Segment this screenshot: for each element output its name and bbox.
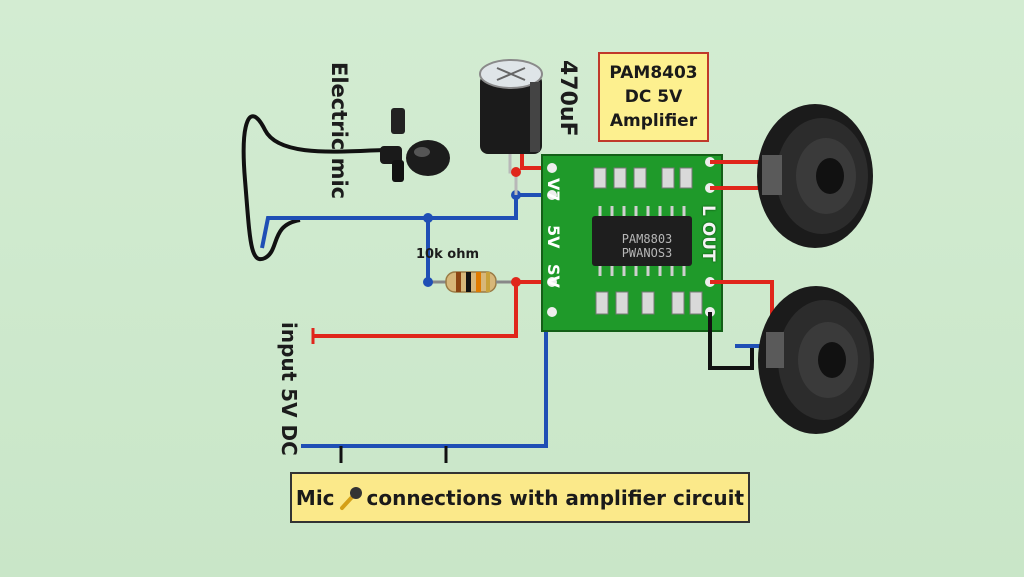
amplifier-board bbox=[541, 154, 723, 332]
mic-signal-wire bbox=[260, 193, 548, 249]
capacitor bbox=[479, 59, 548, 195]
power-positive-wire bbox=[313, 280, 548, 338]
junction-dot bbox=[511, 277, 521, 287]
chip-marking: PAM8803 PWANOS3 bbox=[612, 232, 682, 260]
mic-cable bbox=[241, 114, 393, 262]
input-label: input 5V DC bbox=[277, 322, 301, 456]
pin-label-sv: SV bbox=[544, 264, 563, 288]
ground-wire bbox=[301, 312, 548, 448]
speaker-icon bbox=[758, 286, 874, 434]
junction-dot bbox=[423, 277, 433, 287]
pin-label-v7: V7 bbox=[544, 178, 563, 202]
pin-label-5v: 5V bbox=[544, 225, 563, 249]
speaker-icon bbox=[757, 104, 873, 248]
resistor-label: 10k ohm bbox=[416, 247, 479, 262]
capacitor-label: 470uF bbox=[555, 60, 580, 137]
resistor bbox=[428, 271, 516, 293]
input-terminals bbox=[339, 446, 448, 463]
pin-label-l-out: L OUT bbox=[698, 205, 718, 262]
amplifier-title-line1: PAM8403 bbox=[609, 63, 698, 83]
chip-marking-line2: PWANOS3 bbox=[621, 246, 673, 260]
caption-text-end: connections with amplifier circuit bbox=[366, 485, 745, 510]
amplifier-title-box: PAM8403 DC 5V Amplifier bbox=[598, 52, 709, 142]
amplifier-title-line2: DC 5V bbox=[624, 87, 683, 107]
caption-text-start: Mic bbox=[295, 485, 335, 510]
microphone-icon bbox=[380, 108, 450, 182]
caption-box: Mic connections with amplifier circuit bbox=[290, 472, 750, 523]
chip-marking-line1: PAM8803 bbox=[621, 232, 673, 246]
microphone-icon bbox=[339, 486, 362, 510]
mic-label: Electric mic bbox=[327, 62, 351, 200]
junction-dot bbox=[511, 167, 521, 177]
amplifier-title-line3: Amplifier bbox=[609, 111, 698, 131]
